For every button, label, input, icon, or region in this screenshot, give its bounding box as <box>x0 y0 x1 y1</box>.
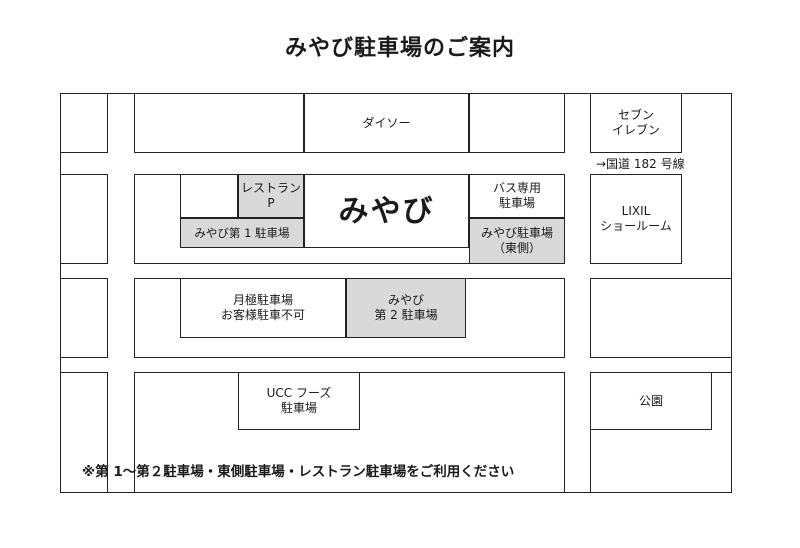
block-w-2 <box>60 174 108 264</box>
label-parking-1: みやび第 1 駐車場 <box>194 225 290 240</box>
label-park: 公園 <box>638 393 663 408</box>
parking-1 <box>180 218 304 248</box>
block-w-3 <box>60 278 108 358</box>
block-e-3 <box>590 278 732 358</box>
label-daiso: ダイソー <box>362 115 411 130</box>
label-restaurant-parking: レストラン P <box>240 181 301 210</box>
miyabi-building <box>304 174 469 248</box>
restaurant-parking <box>238 174 304 218</box>
east-parking <box>469 218 565 264</box>
block-daiso-right <box>469 93 565 153</box>
map-title: みやび駐車場のご案内 <box>284 36 515 61</box>
label-bus-parking: バス専用 駐車場 <box>492 181 541 210</box>
label-lixil: LIXIL ショールーム <box>600 204 672 233</box>
ucc-parking <box>238 372 360 430</box>
block-w-4 <box>60 372 108 493</box>
block-nw-1 <box>60 93 108 153</box>
label-miyabi: みやび <box>338 193 435 229</box>
block-white-left <box>180 174 238 218</box>
block-seven <box>590 93 682 153</box>
label-parking-2: みやび 第 2 駐車場 <box>374 293 438 322</box>
label-ucc-parking: UCC フーズ 駐車場 <box>266 386 332 415</box>
block-daiso <box>304 93 469 153</box>
parking-note: ※第 1～第２駐車場・東側駐車場・レストラン駐車場をご利用ください <box>82 464 515 480</box>
park <box>590 372 712 430</box>
parking-2 <box>346 278 466 338</box>
bus-parking <box>469 174 565 218</box>
label-seven: セブン イレブン <box>611 108 660 137</box>
label-route-182: →国道 182 号線 <box>596 156 685 171</box>
label-monthly-parking: 月極駐車場 お客様駐車不可 <box>220 293 305 322</box>
lixil-showroom <box>590 174 682 264</box>
block-daiso-left <box>134 93 304 153</box>
label-east-parking: みやび駐車場 （東側） <box>480 226 553 255</box>
monthly-parking <box>180 278 346 338</box>
